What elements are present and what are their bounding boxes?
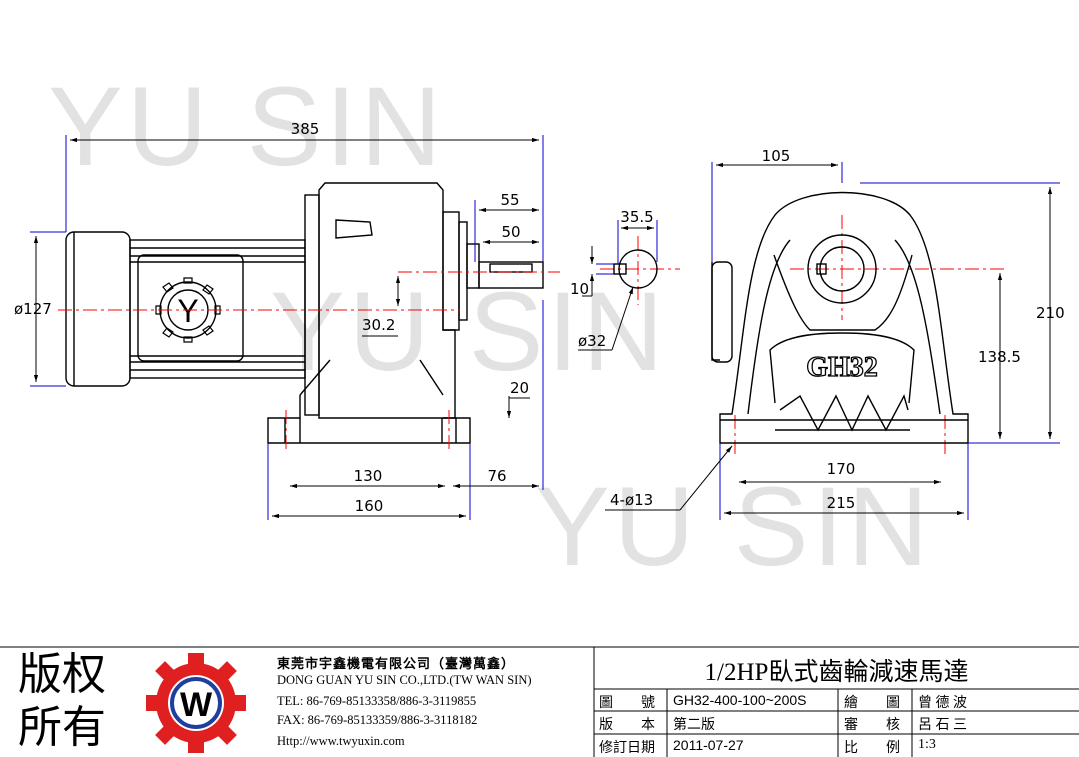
- dim-holes-label: 4-ø13: [610, 491, 653, 509]
- output-shaft: [478, 261, 544, 289]
- title-block-frame: [0, 646, 1079, 757]
- company-fax: FAX: 86-769-85133359/886-3-3118182: [277, 713, 478, 727]
- dim-center-height: 30.2: [362, 316, 395, 334]
- dim-shaft-50: 50: [501, 223, 520, 241]
- dim-motor-dia: ø127: [14, 300, 52, 318]
- label-scale: 比 例: [844, 741, 900, 756]
- model-mark: GH32: [806, 352, 878, 383]
- logo-letter: W: [180, 686, 213, 724]
- dim-shaft-dia: ø32: [578, 332, 606, 350]
- dim-key-10: 10: [570, 280, 589, 298]
- dim-end-76: 76: [487, 467, 506, 485]
- label-drawing-no: 圖 號: [599, 696, 655, 711]
- front-dimension-lines: [605, 162, 1060, 520]
- value-drawing-no: GH32-400-100~200S: [673, 692, 807, 708]
- dim-holes-130: 130: [354, 467, 383, 485]
- copyright-line-1: 版权: [18, 650, 106, 699]
- company-logo-icon: W: [146, 653, 246, 753]
- front-view: [711, 191, 969, 444]
- dim-shaft-55: 55: [500, 191, 519, 209]
- value-version: 第二版: [673, 718, 715, 733]
- drawing-title: 1/2HP臥式齒輪減速馬達: [704, 659, 969, 686]
- dim-base-160: 160: [355, 497, 384, 515]
- motor-endcap: [65, 231, 131, 387]
- company-tel: TEL: 86-769-85133358/886-3-3119855: [277, 694, 477, 708]
- terminal-box: [137, 254, 244, 362]
- dim-shaft-35-5: 35.5: [620, 208, 653, 226]
- dim-foot-20: 20: [510, 379, 529, 397]
- shaft-section: [578, 220, 658, 351]
- watermark: YU SIN: [535, 464, 932, 589]
- value-checked-by: 呂 石 三: [918, 718, 967, 733]
- label-checked-by: 審 核: [844, 718, 900, 733]
- dim-center-height-front: 138.5: [978, 348, 1021, 366]
- company-name-cn: 東莞市宇鑫機電有限公司（臺灣萬鑫）: [277, 656, 516, 671]
- dim-width-215: 215: [827, 494, 856, 512]
- dim-half-width: 105: [762, 147, 791, 165]
- company-name-en: DONG GUAN YU SIN CO.,LTD.(TW WAN SIN): [277, 673, 532, 687]
- company-website[interactable]: Http://www.twyuxin.com: [277, 734, 405, 748]
- dim-total-height: 210: [1036, 304, 1065, 322]
- label-version: 版 本: [599, 718, 655, 733]
- watermark: YU SIN: [48, 64, 445, 189]
- value-revision-date: 2011-07-27: [673, 737, 744, 753]
- dim-holes-170: 170: [827, 460, 856, 478]
- copyright-line-2: 所有: [18, 703, 106, 752]
- value-drawn-by: 曾 德 波: [918, 696, 967, 711]
- dimension-lines: [30, 135, 544, 520]
- value-scale: 1:3: [918, 737, 936, 752]
- dim-overall-length: 385: [291, 120, 320, 138]
- label-drawn-by: 繪 圖: [844, 696, 900, 711]
- label-revision-date: 修訂日期: [599, 741, 655, 756]
- svg-text:Y: Y: [177, 293, 198, 329]
